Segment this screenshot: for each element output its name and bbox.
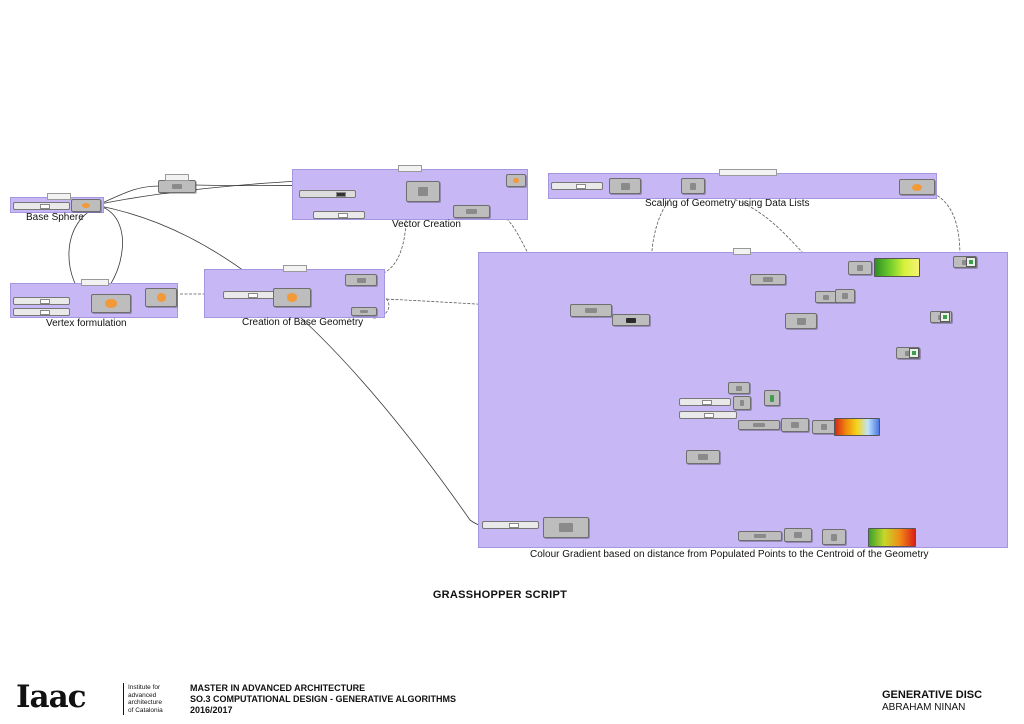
group-label-base-sphere: Base Sphere — [26, 212, 84, 223]
remap-numbers-component[interactable] — [781, 418, 809, 432]
amplitude-component[interactable] — [453, 205, 490, 218]
number-slider-a[interactable] — [13, 297, 70, 305]
course-line: MASTER IN ADVANCED ARCHITECTURE — [190, 683, 366, 693]
populate-geometry-component[interactable] — [570, 304, 612, 317]
institute-line: of Catalonia — [128, 706, 163, 714]
list-item-component[interactable] — [681, 178, 705, 194]
domain-slider-b[interactable] — [679, 411, 737, 419]
group-vertex-formulation[interactable] — [10, 279, 178, 318]
page-title: GRASSHOPPER SCRIPT — [432, 589, 568, 601]
base-geometry-component[interactable] — [273, 288, 311, 307]
centroid-component[interactable] — [612, 314, 650, 326]
number-slider[interactable] — [313, 211, 365, 219]
color-slider[interactable] — [299, 190, 356, 198]
move-component[interactable] — [506, 174, 526, 187]
institute-line: Institute for — [128, 684, 161, 691]
course-line: SO.3 COMPUTATIONAL DESIGN - GENERATIVE A… — [190, 694, 457, 704]
gradient-input-b[interactable] — [812, 420, 836, 434]
populate-3d-component[interactable] — [543, 517, 589, 538]
list-length-component[interactable] — [728, 382, 750, 394]
preview-component[interactable] — [764, 390, 780, 406]
number-slider[interactable] — [223, 291, 275, 299]
number-slider-b[interactable] — [13, 308, 70, 316]
gradient-red-blue[interactable] — [834, 418, 880, 436]
distance-centroid-component[interactable] — [686, 450, 720, 464]
group-scaling[interactable] — [548, 169, 937, 199]
logo-divider — [123, 683, 124, 715]
number-slider[interactable] — [13, 202, 70, 210]
gradient-green-red[interactable] — [868, 528, 916, 547]
vector-component[interactable] — [406, 181, 440, 202]
gradient-input-a[interactable] — [848, 261, 872, 275]
construct-point-component[interactable] — [145, 288, 177, 307]
group-label-vertex-formulation: Vertex formulation — [46, 318, 127, 329]
group-tab — [47, 193, 71, 200]
domain-slider-a[interactable] — [679, 398, 731, 406]
group-label-vector-creation: Vector Creation — [392, 219, 461, 230]
institute-line: advanced — [128, 691, 157, 699]
scale-component[interactable] — [899, 179, 935, 195]
bounds-component[interactable] — [815, 291, 837, 303]
flatten-component[interactable] — [750, 274, 786, 285]
preview-swatch-b — [940, 312, 950, 322]
group-tab — [81, 279, 109, 286]
preview-swatch-c — [909, 348, 919, 358]
group-tab — [719, 169, 777, 176]
institute-line: architecture — [128, 699, 162, 706]
remap-component-b[interactable] — [784, 528, 812, 542]
sort-component[interactable] — [738, 531, 782, 541]
group-label-creation-base-geometry: Creation of Base Geometry — [242, 317, 364, 328]
gradient-green-yellow[interactable] — [874, 258, 920, 277]
gradient-input-c[interactable] — [822, 529, 846, 545]
group-creation-base-geometry[interactable] — [204, 265, 385, 318]
institute-name: Institute for advanced architecture of C… — [128, 684, 188, 714]
course-info: MASTER IN ADVANCED ARCHITECTURE SO.3 COM… — [190, 683, 456, 716]
distance-component[interactable] — [785, 313, 817, 329]
number-slider[interactable] — [551, 182, 603, 190]
surface-component[interactable] — [351, 307, 377, 316]
series-component[interactable] — [609, 178, 641, 194]
deconstruct-brep-component[interactable] — [158, 180, 196, 193]
project-title: GENERATIVE DISC — [882, 689, 983, 701]
seed-slider[interactable] — [482, 521, 539, 529]
group-label-colour-gradient: Colour Gradient based on distance from P… — [530, 549, 929, 560]
author-name: ABRAHAM NINAN — [882, 702, 966, 713]
sphere-component[interactable] — [71, 199, 101, 212]
construct-domain-component[interactable] — [733, 396, 751, 410]
group-tab — [398, 165, 422, 172]
group-tab — [733, 248, 751, 255]
iaac-logo: Iaac — [16, 679, 87, 715]
area-component[interactable] — [345, 274, 377, 286]
group-base-sphere[interactable] — [10, 193, 104, 213]
remap-component[interactable] — [835, 289, 855, 303]
component-tab — [165, 174, 189, 181]
group-label-scaling: Scaling of Geometry using Data Lists — [645, 198, 810, 209]
preview-swatch-a — [966, 257, 976, 267]
project-info: GENERATIVE DISC ABRAHAM NINAN — [882, 689, 1002, 713]
group-vector-creation[interactable] — [292, 165, 528, 220]
graph-mapper-component[interactable] — [738, 420, 780, 430]
group-tab — [283, 265, 307, 272]
vertex-component[interactable] — [91, 294, 131, 313]
course-line: 2016/2017 — [190, 705, 233, 715]
